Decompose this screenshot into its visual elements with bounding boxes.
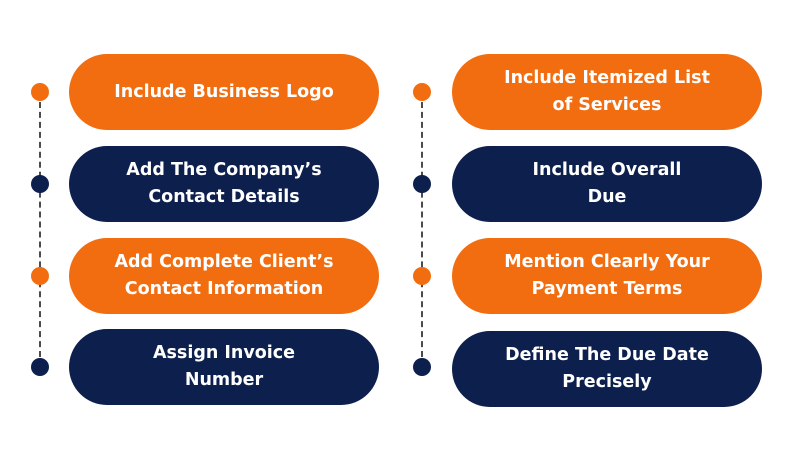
step-pill-due-date: Define The Due Date Precisely bbox=[452, 331, 762, 407]
step-pill-itemized-services: Include Itemized List of Services bbox=[452, 54, 762, 130]
step-dot bbox=[31, 358, 49, 376]
step-pill-business-logo: Include Business Logo bbox=[69, 54, 379, 130]
step-pill-overall-due: Include Overall Due bbox=[452, 146, 762, 222]
step-pill-client-contact: Add Complete Client’s Contact Informatio… bbox=[69, 238, 379, 314]
step-dot bbox=[413, 267, 431, 285]
step-dot bbox=[31, 83, 49, 101]
right-connector-line bbox=[421, 92, 423, 367]
step-dot bbox=[413, 83, 431, 101]
left-connector-line bbox=[39, 92, 41, 367]
step-dot bbox=[413, 175, 431, 193]
step-dot bbox=[31, 267, 49, 285]
step-pill-invoice-number: Assign Invoice Number bbox=[69, 329, 379, 405]
step-pill-payment-terms: Mention Clearly Your Payment Terms bbox=[452, 238, 762, 314]
step-dot bbox=[31, 175, 49, 193]
step-pill-company-contact: Add The Company’s Contact Details bbox=[69, 146, 379, 222]
step-dot bbox=[413, 358, 431, 376]
